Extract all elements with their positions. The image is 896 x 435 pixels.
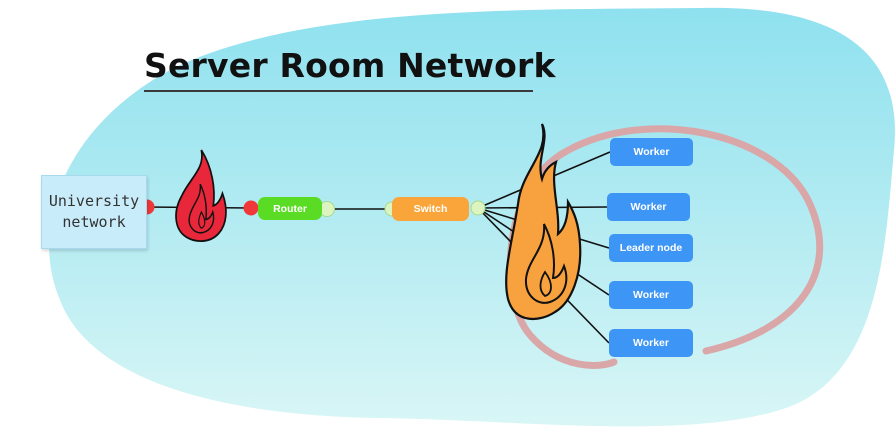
page-title: Server Room Network <box>144 46 556 85</box>
router-node[interactable]: Router <box>258 197 322 220</box>
flame-icon <box>175 149 227 242</box>
worker-node-4[interactable]: Worker <box>609 329 693 357</box>
title-underline <box>144 90 533 92</box>
sticky-note-text: University network <box>48 192 140 231</box>
leader-node[interactable]: Leader node <box>609 234 693 262</box>
background-blob <box>49 7 895 427</box>
cluster-ring <box>506 125 824 369</box>
flame-icon <box>505 123 582 321</box>
worker-node-1[interactable]: Worker <box>610 138 693 166</box>
switch-node[interactable]: Switch <box>392 197 469 221</box>
worker-node-3[interactable]: Worker <box>609 281 693 309</box>
sticky-note-university-network[interactable]: University network <box>41 175 147 249</box>
worker-node-2[interactable]: Worker <box>607 193 690 221</box>
connector-dot <box>243 200 259 216</box>
connector-dot <box>470 200 486 216</box>
